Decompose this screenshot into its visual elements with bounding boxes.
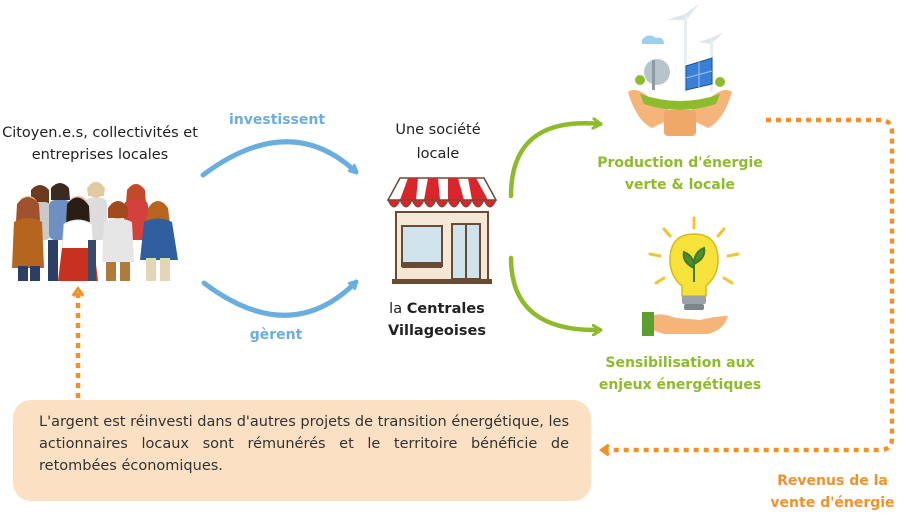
centrales-name: Centrales Villageoises bbox=[388, 301, 486, 339]
people-group-illustration bbox=[12, 182, 178, 281]
renewable-energy-illustration bbox=[628, 4, 732, 136]
arrow-to-sensibilisation bbox=[508, 255, 600, 330]
gerent-label: gèrent bbox=[249, 327, 303, 343]
revenus-label: Revenus de la vente d'énergie bbox=[770, 473, 895, 511]
shop-illustration bbox=[386, 177, 498, 284]
investissent-label: investissent bbox=[228, 112, 326, 128]
production-label: Production d'énergie verte & locale bbox=[597, 155, 763, 193]
reinvestment-box: L'argent est réinvesti dans d'autres pro… bbox=[13, 400, 591, 501]
citizens-label: Citoyen.e.s, collectivités et entreprise… bbox=[2, 125, 198, 163]
lightbulb-illustration bbox=[642, 216, 740, 336]
arrow-to-production bbox=[508, 123, 600, 199]
arrow-revenus-loop bbox=[603, 117, 895, 450]
societe-label: Une société locale bbox=[395, 122, 481, 162]
centrales-prefix: la bbox=[389, 301, 403, 317]
centrales-label: la Centrales Villageoises bbox=[372, 298, 502, 342]
arrow-gerent bbox=[201, 279, 359, 318]
reinvestment-text: L'argent est réinvesti dans d'autres pro… bbox=[39, 414, 569, 474]
arrow-investissent bbox=[200, 139, 359, 178]
sensibilisation-label: Sensibilisation aux enjeux énergétiques bbox=[598, 355, 762, 393]
